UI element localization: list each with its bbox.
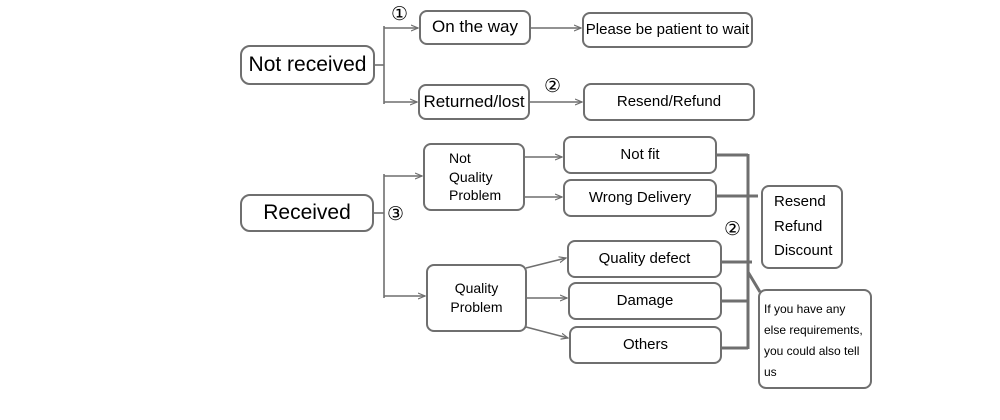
badge-two-top: ② <box>544 75 562 97</box>
node-quality-problem: Quality Problem <box>426 264 527 332</box>
node-extra-requirements: If you have any else requirements, you c… <box>758 289 872 389</box>
node-resolutions: Resend Refund Discount <box>761 185 843 269</box>
node-others-label: Others <box>622 335 668 353</box>
node-not-received-label: Not received <box>248 52 367 76</box>
quality-problem-line-1: Quality <box>454 280 499 297</box>
extra-line-3: you could also tell <box>764 344 860 358</box>
collector-to-extra <box>746 271 762 293</box>
resolution-discount: Discount <box>774 242 833 260</box>
node-wrong-delivery: Wrong Delivery <box>563 179 717 217</box>
node-received-label: Received <box>263 200 351 224</box>
node-returned-lost-label: Returned/lost <box>423 91 525 111</box>
node-on-the-way-label: On the way <box>432 17 518 37</box>
badge-two-bottom: ② <box>724 218 742 240</box>
node-not-received: Not received <box>240 45 375 85</box>
node-please-wait-label: Please be patient to wait <box>585 20 750 38</box>
node-quality-defect: Quality defect <box>567 240 722 278</box>
node-received: Received <box>240 194 374 232</box>
not-quality-line-3: Problem <box>449 187 502 204</box>
arrow-to-quality-defect <box>525 258 566 269</box>
node-others: Others <box>569 326 722 364</box>
node-returned-lost: Returned/lost <box>418 84 530 120</box>
extra-line-1: If you have any <box>764 302 846 316</box>
node-damage-label: Damage <box>616 291 674 309</box>
extra-line-2: else requirements, <box>764 323 863 337</box>
extra-line-4: us <box>764 365 777 379</box>
not-quality-line-2: Quality <box>449 168 493 185</box>
node-damage: Damage <box>568 282 722 320</box>
node-resend-refund: Resend/Refund <box>583 83 755 121</box>
node-not-fit-label: Not fit <box>620 145 660 163</box>
resolution-resend: Resend <box>774 192 826 210</box>
node-resend-refund-label: Resend/Refund <box>616 92 722 110</box>
badge-one: ① <box>391 3 409 25</box>
badge-three: ③ <box>387 203 405 225</box>
node-on-the-way: On the way <box>419 10 531 45</box>
node-not-fit: Not fit <box>563 136 717 174</box>
node-please-wait: Please be patient to wait <box>582 12 753 48</box>
not-quality-line-1: Not <box>449 149 471 166</box>
resolution-refund: Refund <box>774 217 823 235</box>
arrow-to-others <box>525 326 568 338</box>
node-wrong-delivery-label: Wrong Delivery <box>588 188 692 206</box>
node-quality-defect-label: Quality defect <box>598 249 691 267</box>
quality-problem-line-2: Problem <box>450 299 503 315</box>
node-not-quality-problem: Not Quality Problem <box>423 143 525 211</box>
